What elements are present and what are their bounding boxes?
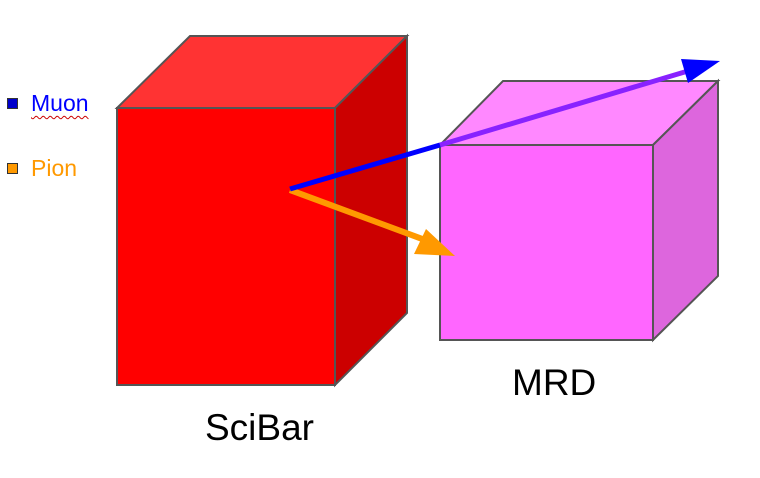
scibar-detector <box>114 33 410 388</box>
scibar-label: SciBar <box>205 407 314 448</box>
legend-swatch-muon <box>7 98 18 109</box>
mrd-label: MRD <box>512 362 597 403</box>
legend-label-pion: Pion <box>31 155 78 181</box>
legend-item-muon: Muon <box>7 92 89 115</box>
muon-exit-track-line <box>439 68 689 148</box>
pion-arrowhead <box>414 229 455 256</box>
pion-track <box>288 187 455 256</box>
pion-track-line <box>288 187 427 243</box>
muon-track-line <box>289 142 441 192</box>
muon-arrowhead <box>681 59 720 83</box>
scibar-front-face <box>116 107 336 386</box>
legend-label-muon: Muon <box>31 90 89 116</box>
mrd-detector <box>437 78 721 343</box>
muon-track <box>289 59 720 192</box>
legend-swatch-pion <box>7 163 18 174</box>
mrd-front-face <box>439 144 654 341</box>
legend-item-pion: Pion <box>7 157 77 180</box>
